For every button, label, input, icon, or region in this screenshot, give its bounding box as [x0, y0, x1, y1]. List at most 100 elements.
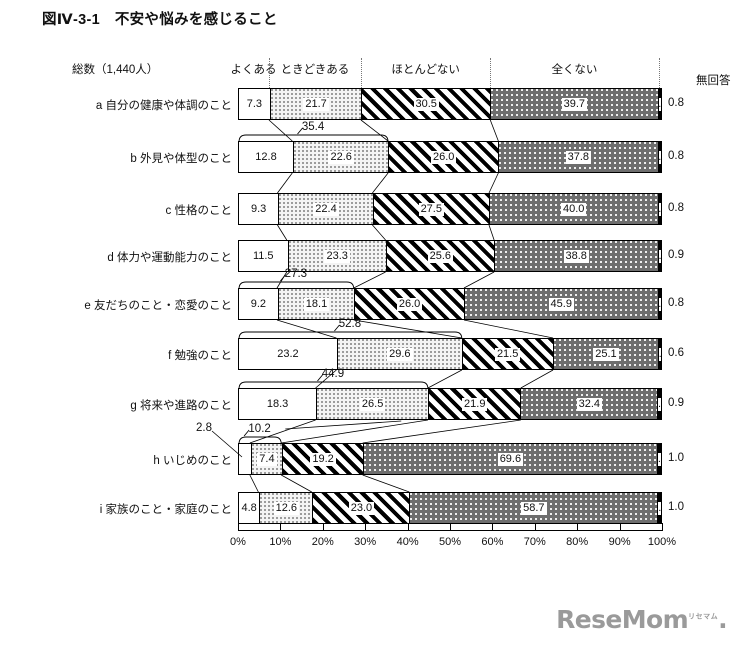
segment-value: 22.6: [328, 150, 354, 164]
bar-segment-3: 58.7: [409, 493, 658, 523]
bar-row: 11.5 23.3 25.6 38.80.9: [238, 240, 662, 272]
x-tick-2: [322, 523, 324, 531]
bar-segment-1: 7.4: [250, 444, 283, 474]
segment-value: 29.6: [387, 347, 413, 361]
segment-value: 26.0: [431, 150, 457, 164]
segment-value: 1.0: [657, 452, 661, 466]
bracket-value: 35.4: [301, 121, 325, 133]
bar-segment-0: [239, 444, 251, 474]
segment-value: 39.7: [561, 97, 588, 111]
x-tick-4: [407, 523, 409, 531]
nonresponse-value: 0.9: [668, 397, 684, 409]
segment-value: 11.5: [252, 249, 274, 262]
bar-segment-3: 38.8: [493, 241, 658, 271]
segment-value: 26.5: [359, 397, 386, 411]
legend-divider-1: [360, 58, 362, 88]
bar-segment-4: 0.8: [657, 289, 661, 319]
x-tick-label-10: 100%: [647, 536, 677, 548]
bar-segment-0: 7.3: [239, 89, 270, 119]
x-tick-0: [238, 523, 239, 531]
bar-segment-1: 29.6: [336, 339, 462, 369]
bracket-value: 27.3: [284, 268, 308, 280]
legend-divider-2: [490, 58, 492, 88]
bar-segment-4: 0.8: [657, 194, 661, 224]
bracket-value: 10.2: [248, 423, 271, 435]
x-tick-label-4: 40%: [396, 536, 419, 548]
segment-value: 0.8: [658, 97, 661, 111]
segment-value: 25.6: [427, 249, 454, 263]
bar-segment-3: 40.0: [488, 194, 658, 224]
segment-value: 12.6: [273, 501, 300, 515]
row-label-2: c 性格のこと: [165, 205, 232, 217]
legend-divider-3: [658, 58, 660, 88]
bar-segment-1: 21.7: [269, 89, 362, 119]
legend-label-2: ほとんどない: [391, 64, 460, 76]
segment-value: 26.0: [396, 297, 423, 311]
bar-segment-0: 11.5: [239, 241, 288, 271]
bar-row: 23.229.621.525.10.6: [238, 338, 662, 370]
segment-value: 19.2: [310, 452, 336, 466]
nonresponse-value: 0.9: [668, 249, 684, 261]
segment-value: 23.0: [348, 501, 375, 515]
x-tick-7: [534, 523, 536, 531]
bar-segment-4: 1.0: [656, 444, 661, 474]
segment-value: 37.8: [565, 150, 592, 164]
bracket-value: 44.9: [321, 368, 345, 380]
bar-row: 7.419.269.61.0: [238, 443, 662, 475]
bar-segment-1: 18.1: [277, 289, 355, 319]
segment-value: 25.1: [593, 347, 619, 361]
resemom-logo: ReseMomリセマム.: [556, 605, 727, 634]
segment-value: 27.5: [418, 202, 444, 216]
bar-segment-2: 25.6: [385, 241, 494, 271]
segment-value: 0.8: [658, 202, 661, 216]
bar-segment-3: 39.7: [490, 89, 658, 119]
row-label-4: e 友だちのこと・恋愛のこと: [84, 300, 232, 312]
bar-segment-1: 26.5: [316, 389, 429, 419]
segment-value: 7.4: [257, 452, 277, 466]
segment-value: 22.4: [313, 202, 339, 216]
segment-value: 58.7: [521, 501, 547, 515]
bar-row: 4.8 12.6 23.0 58.7 1.0: [238, 492, 662, 524]
x-tick-label-2: 20%: [311, 536, 334, 548]
segment-value: 21.5: [494, 347, 521, 361]
bar-row: 9.3 22.4 27.5 40.00.8: [238, 193, 662, 225]
bar-segment-2: 26.0: [388, 142, 499, 172]
segment-value: 0.8: [658, 150, 661, 164]
x-tick-9: [619, 523, 621, 531]
segment-value: 32.4: [576, 397, 603, 411]
bar-segment-4: 1.0: [657, 493, 662, 523]
segment-value: 9.3: [250, 202, 267, 215]
nonresponse-value: 0.8: [668, 150, 684, 162]
nonresponse-value: 0.6: [668, 347, 684, 359]
segment-value: 0.9: [658, 249, 662, 263]
bar-row: 12.8 22.6 26.0 37.8 0.8: [238, 141, 662, 173]
row-label-8: i 家族のこと・家庭のこと: [99, 504, 232, 516]
logo-dot: .: [718, 605, 728, 634]
logo-text: ReseMom: [556, 605, 689, 634]
segment-value: 23.3: [324, 249, 350, 263]
legend-label-3: 全くない: [551, 64, 598, 76]
segment-value: 12.8: [255, 150, 277, 163]
x-tick-label-3: 30%: [354, 536, 377, 548]
segment-value: 18.1: [303, 297, 330, 311]
bar-segment-3: 32.4: [520, 389, 658, 419]
bar-segment-2: 30.5: [361, 89, 491, 119]
total-count-label: 総数（1,440人）: [72, 64, 159, 76]
bar-segment-3: 25.1: [552, 339, 659, 369]
bar-segment-0: 4.8: [239, 493, 260, 523]
bar-segment-4: 0.9: [657, 241, 662, 271]
x-tick-3: [365, 523, 367, 531]
bar-segment-4: 0.6: [658, 339, 661, 369]
nonresponse-value: 0.8: [668, 297, 684, 309]
bar-segment-1: 12.6: [259, 493, 313, 523]
bar-segment-2: 19.2: [282, 444, 364, 474]
legend-label-nonresponse: 無回答: [696, 75, 731, 87]
x-tick-label-0: 0%: [230, 536, 246, 548]
bar-row: 9.218.126.045.90.8: [238, 288, 662, 320]
segment-value: 45.9: [548, 297, 574, 311]
bar-segment-4: 0.8: [657, 142, 661, 172]
bar-segment-2: 21.9: [428, 389, 521, 419]
x-tick-label-5: 50%: [438, 536, 462, 548]
x-tick-label-9: 90%: [608, 536, 631, 548]
